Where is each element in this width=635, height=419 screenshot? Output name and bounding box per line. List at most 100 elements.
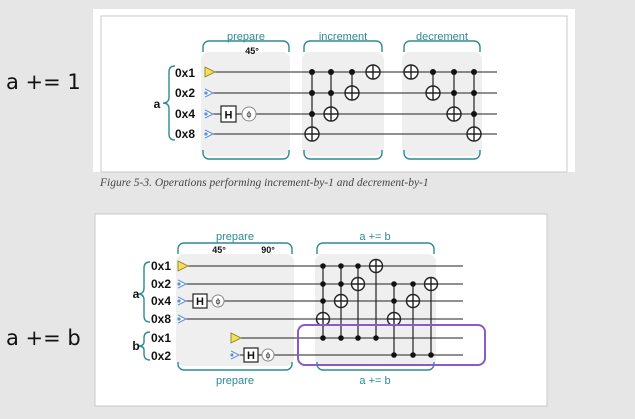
control-dot xyxy=(338,263,344,269)
register-b-label: b xyxy=(132,339,139,353)
control-dot xyxy=(338,335,344,341)
prepare-label: prepare xyxy=(227,31,265,43)
control-dot xyxy=(320,281,326,287)
angle-45-label-2: 45° xyxy=(212,245,226,255)
cnot-plus xyxy=(467,127,481,141)
control-dot xyxy=(355,335,361,341)
control-dot xyxy=(320,335,326,341)
increment-label: increment xyxy=(319,31,367,43)
cnot-plus xyxy=(324,107,338,121)
control-dot xyxy=(471,111,477,117)
init-dot-0x4 xyxy=(204,112,208,116)
qubit-label-0x2: 0x2 xyxy=(175,86,195,100)
control-dot xyxy=(391,281,397,287)
control-dot xyxy=(373,335,379,341)
prepare-section xyxy=(201,52,290,156)
increment-bracket-bottom xyxy=(303,150,383,160)
control-dot xyxy=(349,69,355,75)
figure-a-plus-b: prepare 45° 90° a += b a += b prepare a … xyxy=(94,213,548,407)
cnot-plus xyxy=(351,277,365,291)
cnot-plus xyxy=(345,86,359,100)
control-dot xyxy=(309,111,315,117)
prepare-bracket-2-bottom xyxy=(177,362,293,371)
angle-45-label: 45° xyxy=(245,46,259,56)
hadamard-label-a: H xyxy=(196,296,204,308)
control-dot xyxy=(309,90,315,96)
phase-gate-b xyxy=(261,348,275,362)
qubit-label-0x8: 0x8 xyxy=(175,127,195,141)
decrement-bracket xyxy=(403,40,481,52)
init-marker-0x2 xyxy=(204,88,215,98)
init-dot-a-0x8 xyxy=(177,317,181,321)
cnot-plus xyxy=(387,312,401,326)
control-dot xyxy=(410,352,416,358)
control-dot xyxy=(391,298,397,304)
control-dot xyxy=(309,69,315,75)
control-dot xyxy=(320,298,326,304)
figure2-border xyxy=(94,213,548,407)
init-dot-0x8 xyxy=(204,132,208,136)
control-dot xyxy=(428,352,434,358)
register-a-label-2: a xyxy=(133,287,140,301)
phase-gate-a xyxy=(211,294,225,308)
control-dot xyxy=(391,352,397,358)
init-dot-0x2 xyxy=(204,91,208,95)
init-dot-a-0x4 xyxy=(177,299,181,303)
cnot-plus xyxy=(426,86,440,100)
increment-bracket xyxy=(303,40,383,52)
control-dot xyxy=(328,90,334,96)
angle-90-label: 90° xyxy=(261,245,275,255)
qubit-label-0x1: 0x1 xyxy=(175,66,195,80)
qubit-label-0x4: 0x4 xyxy=(175,107,195,121)
add-gates xyxy=(315,258,439,358)
init-marker-b-0x1 xyxy=(230,332,242,344)
control-dot xyxy=(471,69,477,75)
cnot-plus xyxy=(305,127,319,141)
cnot-plus xyxy=(406,294,420,308)
init-dot-a-0x2 xyxy=(177,282,181,286)
init-marker-b-0x2 xyxy=(230,350,241,360)
init-marker-0x4 xyxy=(204,109,215,119)
prepare-bracket-2 xyxy=(177,242,293,254)
qubit-label-a-0x4: 0x4 xyxy=(151,294,171,308)
init-marker-a-0x2 xyxy=(177,279,188,289)
label-a-plus-1: a += 1 xyxy=(6,70,81,94)
decrement-section xyxy=(402,52,482,156)
register-a-brace-2 xyxy=(137,261,151,323)
prepare-label-bottom: prepare xyxy=(216,375,254,387)
register-a-brace xyxy=(162,65,176,141)
cnot-plus xyxy=(424,277,438,291)
phase-symbol: ϕ xyxy=(246,110,251,119)
control-dot xyxy=(410,281,416,287)
hadamard-gate xyxy=(220,105,237,123)
decrement-bracket-bottom xyxy=(403,150,481,160)
control-dot xyxy=(328,69,334,75)
control-dot xyxy=(471,90,477,96)
prepare-label-top: prepare xyxy=(216,231,254,243)
not-plus xyxy=(404,65,418,79)
init-marker-0x8 xyxy=(204,129,215,139)
increment-gates xyxy=(304,64,381,142)
register-b-highlight xyxy=(297,324,486,366)
prepare-bracket-bottom xyxy=(202,150,290,160)
init-marker-a-0x4 xyxy=(177,296,188,306)
hadamard-gate-b xyxy=(243,347,259,363)
prepare-bracket xyxy=(202,40,290,52)
increment-section xyxy=(302,52,384,156)
control-dot xyxy=(430,69,436,75)
init-marker-0x1 xyxy=(204,66,216,78)
control-dot xyxy=(451,69,457,75)
not-plus xyxy=(366,65,380,79)
control-dot xyxy=(451,90,457,96)
add-bracket xyxy=(316,242,435,254)
init-dot-b-0x2 xyxy=(230,353,234,357)
phase-gate xyxy=(241,106,257,122)
hadamard-label: H xyxy=(225,110,233,122)
figure1-border xyxy=(100,15,568,173)
cnot-plus xyxy=(447,107,461,121)
register-b-brace xyxy=(137,331,151,361)
cnot-plus xyxy=(369,259,383,273)
register-a-label: a xyxy=(154,97,161,111)
init-marker-a-0x8 xyxy=(177,314,188,324)
